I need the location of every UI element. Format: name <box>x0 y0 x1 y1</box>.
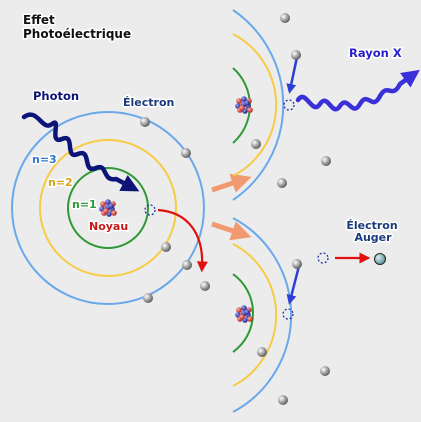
electron-label: Électron <box>123 96 174 109</box>
title-line-2: Photoélectrique <box>23 27 131 41</box>
photon-wave <box>21 112 140 192</box>
auger-label-line-2: Auger <box>354 231 392 244</box>
proton <box>247 107 253 113</box>
electron <box>181 148 191 158</box>
shell-n1-auger <box>232 273 255 353</box>
shell-n3 <box>11 111 205 305</box>
atom-xray: Rayon X <box>232 9 420 201</box>
electron <box>321 156 331 166</box>
auger-electron <box>374 253 386 265</box>
electron <box>277 178 287 188</box>
shell-n3-xray <box>232 9 285 201</box>
photon-label: Photon <box>33 89 79 103</box>
nucleus-label: Noyau <box>89 220 128 233</box>
electron <box>280 13 290 23</box>
electron <box>140 117 150 127</box>
proton <box>236 98 242 104</box>
electron <box>291 50 301 60</box>
auger-label-line-1: Électron <box>346 219 397 232</box>
ejected-electron <box>200 281 210 291</box>
vacancy-main <box>144 204 156 216</box>
shell-n2 <box>39 139 177 277</box>
neutron <box>241 305 247 311</box>
flow-arrow-top <box>211 173 252 193</box>
neutron <box>105 199 111 205</box>
proton <box>103 208 109 214</box>
shell-n2-auger <box>232 243 278 387</box>
shell-n1-label: n=1 <box>72 198 97 211</box>
electron <box>251 139 261 149</box>
nucleus-xray <box>235 96 253 114</box>
vacancy-auger-outer <box>317 252 329 264</box>
electron <box>278 395 288 405</box>
shell-n2-label: n=2 <box>48 176 73 189</box>
atom-auger: Électron Auger <box>232 217 399 413</box>
neutron <box>244 100 250 106</box>
shell-n2-xray <box>232 33 278 177</box>
shell-n3-label: n=3 <box>32 153 57 166</box>
flow-arrow-bottom <box>211 221 252 241</box>
nucleus-main <box>99 199 117 217</box>
electron <box>257 347 267 357</box>
proton <box>247 316 253 322</box>
proton <box>239 105 245 111</box>
shell-n3-auger <box>232 217 293 413</box>
nucleus-auger <box>235 305 253 323</box>
electron <box>143 293 153 303</box>
electrons-main <box>140 117 210 303</box>
transition-arrow-auger <box>286 265 301 305</box>
vacancy-xray <box>283 99 295 111</box>
neutron <box>244 309 250 315</box>
proton <box>111 210 117 216</box>
proton <box>239 314 245 320</box>
electron <box>320 366 330 376</box>
main-atom <box>11 111 205 305</box>
ejection-arrow <box>157 208 208 273</box>
vacancy-auger-inner <box>282 308 294 320</box>
shell-n1 <box>67 167 149 249</box>
title-line-1: Effet <box>23 13 55 27</box>
electron <box>292 259 302 269</box>
transition-arrow-xray <box>286 56 299 94</box>
xray-wave <box>295 69 420 112</box>
xray-label: Rayon X <box>349 46 402 60</box>
neutron <box>108 203 114 209</box>
proton <box>100 201 106 207</box>
electron <box>182 260 192 270</box>
diagram-title: Effet Photoélectrique <box>22 12 133 43</box>
electron <box>161 242 171 252</box>
proton <box>236 307 242 313</box>
neutron <box>241 96 247 102</box>
